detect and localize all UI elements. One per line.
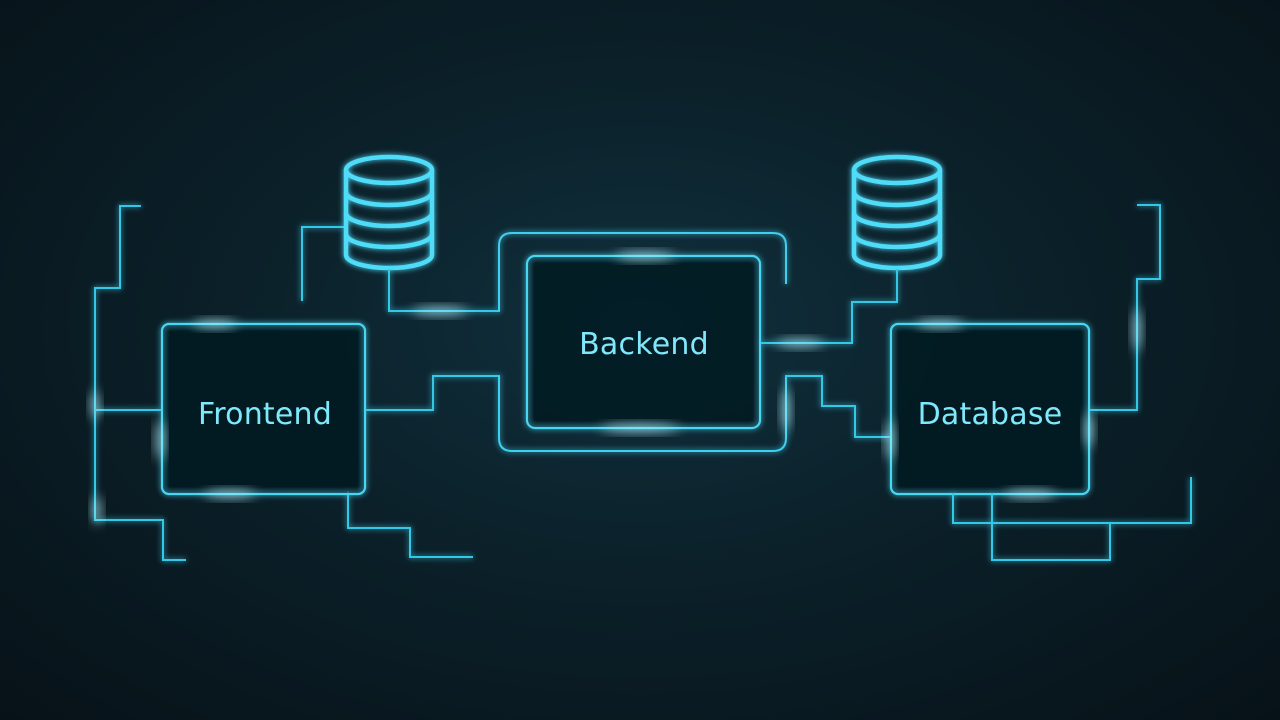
trace — [1090, 204, 1161, 411]
frontend-box — [160, 322, 367, 496]
trace — [952, 493, 1111, 524]
trace — [94, 519, 186, 561]
glow-spot — [887, 420, 893, 460]
trace — [301, 226, 344, 301]
glow-spot — [1086, 412, 1092, 448]
glow-spot — [412, 308, 468, 314]
glow-spot — [193, 321, 237, 327]
trace — [366, 375, 500, 411]
database-label: Database — [918, 397, 1063, 432]
right-circuit-traces — [952, 204, 1192, 561]
backend-label: Backend — [579, 327, 709, 362]
glow-spot — [916, 321, 964, 327]
database-cylinder-icon — [343, 154, 435, 271]
backend-outer-frame-lower — [498, 376, 787, 452]
frontend-node — [160, 322, 367, 496]
glow-spot — [94, 496, 100, 524]
trace — [761, 269, 898, 344]
glow-spot — [1004, 491, 1056, 497]
database-node — [889, 322, 1091, 496]
glow-highlights — [92, 253, 1140, 524]
frontend-backend-connector — [366, 375, 500, 411]
glow-spot — [600, 425, 680, 431]
frontend-label: Frontend — [198, 397, 332, 432]
left-cylinder-connector — [388, 269, 500, 312]
trace — [991, 477, 1192, 561]
trace — [388, 269, 500, 312]
glow-spot — [92, 391, 98, 419]
glow-spot — [776, 340, 824, 346]
glow-spot — [1134, 308, 1140, 352]
backend-database-connectors — [761, 269, 898, 438]
left-circuit-traces — [94, 205, 473, 561]
backend-outer-frame — [498, 232, 787, 311]
database-cylinder-icon — [851, 154, 943, 271]
glow-spot — [783, 388, 789, 432]
trace — [785, 375, 891, 438]
glow-spot — [157, 420, 163, 460]
trace — [347, 491, 473, 558]
glow-spot — [204, 491, 256, 497]
database-box — [889, 322, 1091, 496]
glow-spot — [615, 253, 675, 259]
trace — [94, 205, 141, 521]
